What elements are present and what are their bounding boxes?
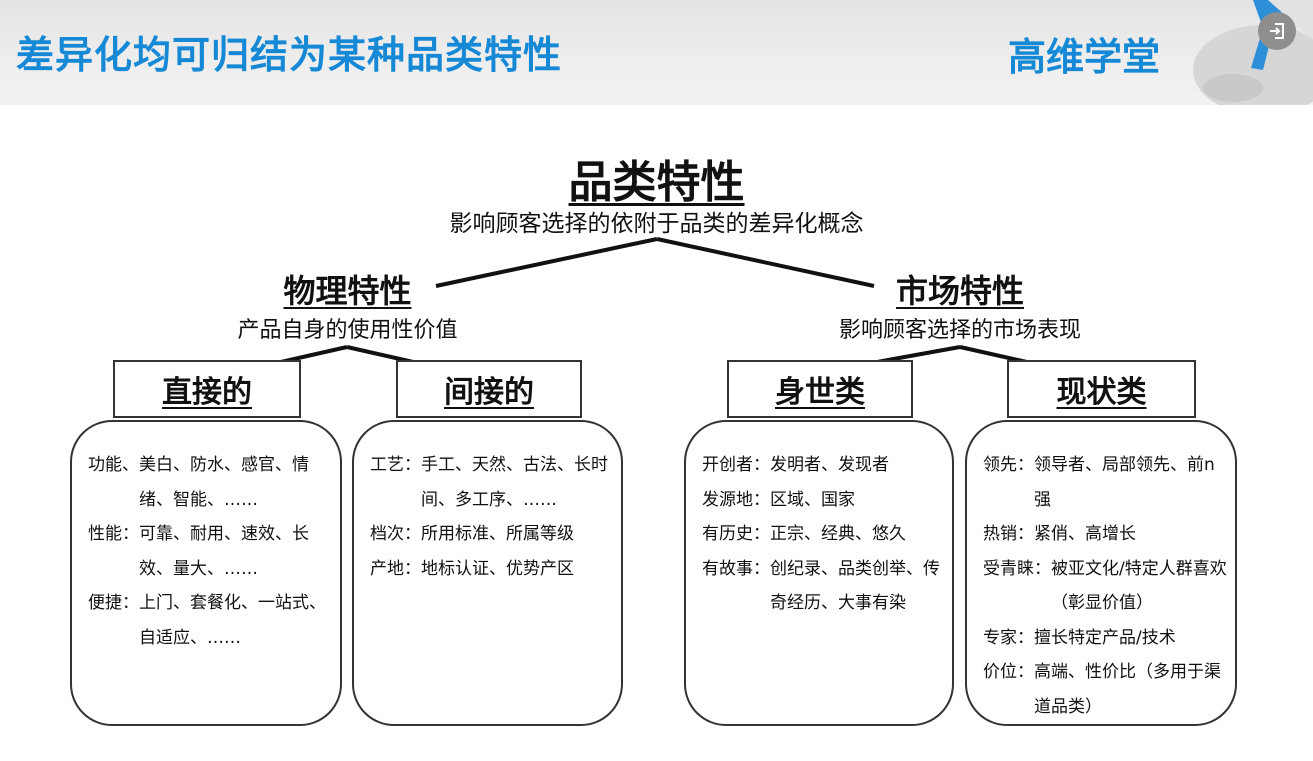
detail-key: 便捷： (88, 593, 139, 613)
detail-row: 专家：擅长特定产品/技术 (983, 621, 1227, 656)
slide-title: 差异化均可归结为某种品类特性 (16, 33, 563, 77)
detail-box-origin: 开创者：发明者、发现者 发源地：区域、国家 有历史：正宗、经典、悠久 有故事：创… (684, 420, 954, 726)
detail-key: 产地： (370, 558, 421, 579)
category-direct: 直接的 (113, 360, 301, 418)
branch-market-subtitle: 影响顾客选择的市场表现 (838, 318, 1081, 343)
detail-key: 开创者： (702, 455, 770, 475)
category-indirect: 间接的 (396, 360, 582, 418)
detail-row: 产地：地标认证、优势产区 (370, 552, 613, 587)
detail-value: 正宗、经典、悠久 (770, 524, 906, 544)
detail-row: 档次：所用标准、所属等级 (370, 517, 613, 552)
detail-box-direct: 功能、美白、防水、感官、情绪、智能、…… 性能：可靠、耐用、速效、长效、量大、…… (70, 420, 342, 726)
category-origin: 身世类 (727, 360, 913, 418)
detail-row: 价位：高端、性价比（多用于渠道品类） (983, 655, 1227, 724)
detail-key: 领先： (983, 455, 1034, 475)
detail-value: 发明者、发现者 (770, 455, 889, 475)
detail-key: 有故事： (702, 558, 770, 579)
detail-key: 专家： (983, 627, 1034, 648)
detail-value: 被亚文化/特定人群喜欢（彰显价值） (1051, 558, 1227, 614)
detail-value: 区域、国家 (770, 489, 855, 510)
detail-box-indirect: 工艺：手工、天然、古法、长时间、多工序、…… 档次：所用标准、所属等级 产地：地… (352, 420, 623, 726)
header-bar: 差异化均可归结为某种品类特性 高维学堂 (0, 0, 1313, 105)
detail-row: 发源地：区域、国家 (702, 483, 944, 518)
detail-key: 功能、 (88, 455, 139, 475)
detail-key: 受青睐： (983, 558, 1051, 579)
branch-market-title: 市场特性 (895, 272, 1024, 310)
detail-value: 创纪录、品类创举、传奇经历、大事有染 (770, 558, 940, 614)
exit-fullscreen-button[interactable] (1258, 12, 1296, 50)
branch-physical-subtitle: 产品自身的使用性价值 (237, 318, 458, 343)
detail-key: 工艺： (370, 455, 421, 475)
detail-box-status: 领先：领导者、局部领先、前n强 热销：紧俏、高增长 受青睐：被亚文化/特定人群喜… (965, 420, 1237, 726)
detail-value: 手工、天然、古法、长时间、多工序、…… (421, 455, 608, 510)
root-subtitle: 影响顾客选择的依附于品类的差异化概念 (449, 211, 864, 237)
detail-row: 领先：领导者、局部领先、前n强 (983, 448, 1227, 517)
detail-key: 价位： (983, 662, 1034, 682)
detail-key: 性能： (88, 524, 139, 544)
detail-value: 美白、防水、感官、情绪、智能、…… (139, 455, 309, 510)
detail-row: 热销：紧俏、高增长 (983, 517, 1227, 552)
detail-row: 性能：可靠、耐用、速效、长效、量大、…… (88, 517, 332, 586)
detail-key: 档次： (370, 524, 421, 544)
detail-value: 地标认证、优势产区 (421, 558, 574, 579)
brand-logo-text: 高维学堂 (1008, 35, 1161, 79)
detail-value: 上门、套餐化、一站式、自适应、…… (139, 593, 326, 648)
detail-key: 发源地： (702, 489, 770, 510)
detail-value: 高端、性价比（多用于渠道品类） (1034, 662, 1221, 717)
exit-icon (1270, 23, 1284, 39)
branch-physical-title: 物理特性 (283, 272, 412, 310)
detail-row: 工艺：手工、天然、古法、长时间、多工序、…… (370, 448, 613, 517)
detail-row: 开创者：发明者、发现者 (702, 448, 944, 483)
detail-value: 所用标准、所属等级 (421, 524, 574, 544)
detail-row: 便捷：上门、套餐化、一站式、自适应、…… (88, 586, 332, 655)
category-status: 现状类 (1007, 360, 1196, 418)
detail-row: 功能、美白、防水、感官、情绪、智能、…… (88, 448, 332, 517)
detail-row: 有历史：正宗、经典、悠久 (702, 517, 944, 552)
detail-row: 有故事：创纪录、品类创举、传奇经历、大事有染 (702, 552, 944, 621)
detail-value: 可靠、耐用、速效、长效、量大、…… (139, 524, 309, 579)
detail-row: 受青睐：被亚文化/特定人群喜欢（彰显价值） (983, 552, 1227, 621)
detail-value: 紧俏、高增长 (1034, 524, 1136, 544)
detail-value: 领导者、局部领先、前n强 (1034, 455, 1215, 510)
root-title: 品类特性 (568, 157, 745, 208)
detail-key: 热销： (983, 524, 1034, 544)
detail-value: 擅长特定产品/技术 (1034, 627, 1176, 648)
detail-key: 有历史： (702, 524, 770, 544)
